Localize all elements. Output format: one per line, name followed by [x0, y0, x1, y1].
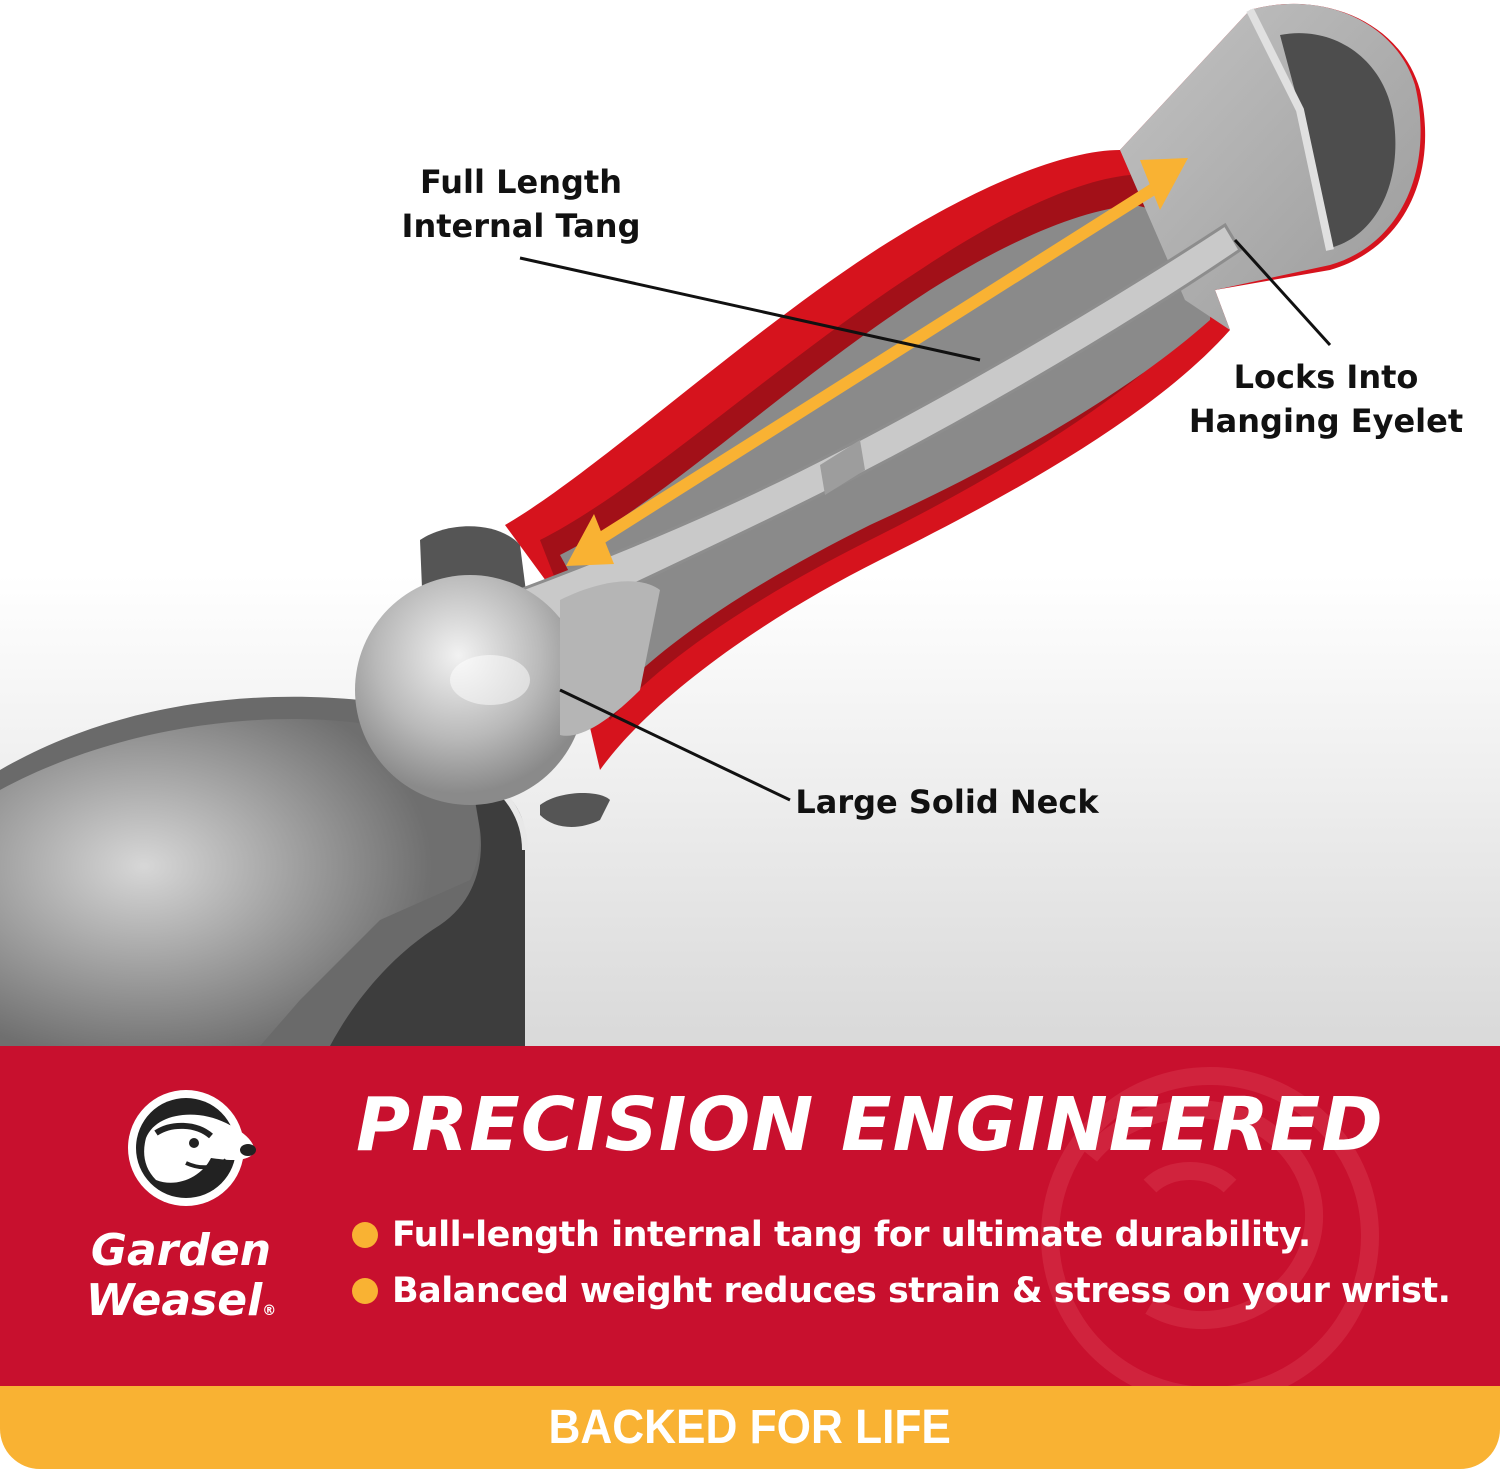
eyelet-callout-line-2: Hanging Eyelet [1188, 402, 1464, 440]
eyelet-callout: Locks Into Hanging Eyelet [1176, 355, 1476, 443]
weasel-mascot-icon [128, 1090, 256, 1206]
tang-callout-line-1: Full Length [420, 163, 622, 201]
brand-wordmark: Garden Weasel® [74, 1226, 288, 1336]
scoop-body [0, 696, 528, 1046]
tang-leader-line [519, 256, 981, 362]
bullet-dot-icon [352, 1222, 378, 1248]
registered-mark: ® [262, 1303, 277, 1319]
bullet-text: Balanced weight reduces strain & stress … [392, 1271, 1451, 1311]
brand-line-2-text: Weasel [85, 1275, 263, 1326]
neck-callout-line: Large Solid Neck [795, 783, 1099, 821]
neck-ball [355, 575, 660, 805]
eyelet-callout-line-1: Locks Into [1233, 358, 1419, 396]
internal-tang [516, 222, 1243, 622]
footer-strip: BACKED FOR LIFE [0, 1386, 1500, 1469]
tang-callout-line-2: Internal Tang [401, 207, 641, 245]
eyelet-leader-line [1233, 238, 1332, 347]
brand-line-1: Garden [90, 1225, 272, 1276]
neck-callout: Large Solid Neck [792, 780, 1102, 824]
tang-length-arrow [566, 158, 1188, 566]
bullet-dot-icon [352, 1278, 378, 1304]
watermark-icon [1041, 1067, 1379, 1386]
brand-line-2: Weasel® [74, 1276, 288, 1336]
tang-callout: Full Length Internal Tang [378, 160, 664, 248]
bullet-item: Balanced weight reduces strain & stress … [352, 1266, 1451, 1316]
bullet-item: Full-length internal tang for ultimate d… [352, 1210, 1311, 1260]
footer-text: BACKED FOR LIFE [548, 1401, 952, 1454]
bullet-text: Full-length internal tang for ultimate d… [392, 1215, 1311, 1255]
headline: PRECISION ENGINEERED [356, 1082, 1384, 1168]
neck-leader-line [559, 688, 791, 802]
feature-banner: Garden Weasel® [0, 1046, 1500, 1386]
